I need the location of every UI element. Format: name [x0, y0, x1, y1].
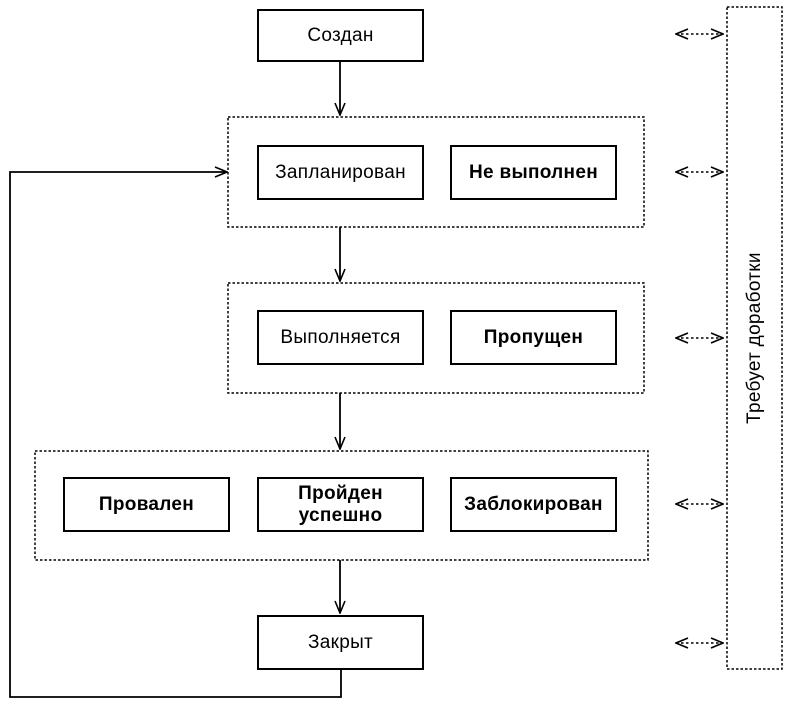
node-planned-label: Запланирован: [275, 161, 406, 183]
node-blocked-label: Заблокирован: [464, 493, 603, 515]
rework-panel: Требует доработки: [727, 7, 782, 669]
executing-group-outline: [227, 282, 645, 394]
node-closed-label: Закрыт: [307, 631, 374, 653]
rework-panel-outline: [726, 6, 783, 670]
node-skipped: Пропущен: [450, 310, 617, 365]
result-group-outline: [34, 450, 649, 561]
node-in-progress: Выполняется: [257, 310, 424, 365]
node-passed-label: Пройден успешно: [298, 482, 383, 526]
node-in-progress-label: Выполняется: [280, 326, 401, 348]
arrow-closed-feedback-loop: [9, 172, 342, 698]
node-failed: Провален: [63, 477, 230, 532]
node-not-executed: Не выполнен: [450, 145, 617, 200]
rework-panel-label: Требует доработки: [743, 252, 765, 424]
node-closed: Закрыт: [257, 615, 424, 670]
node-created-label: Создан: [307, 24, 374, 46]
planned-group-outline: [227, 116, 645, 228]
node-failed-label: Провален: [98, 493, 195, 515]
node-blocked: Заблокирован: [450, 477, 617, 532]
node-created: Создан: [257, 9, 424, 62]
node-passed: Пройден успешно: [257, 477, 424, 532]
node-planned: Запланирован: [257, 145, 424, 200]
node-skipped-label: Пропущен: [483, 326, 584, 348]
node-not-executed-label: Не выполнен: [469, 161, 598, 183]
